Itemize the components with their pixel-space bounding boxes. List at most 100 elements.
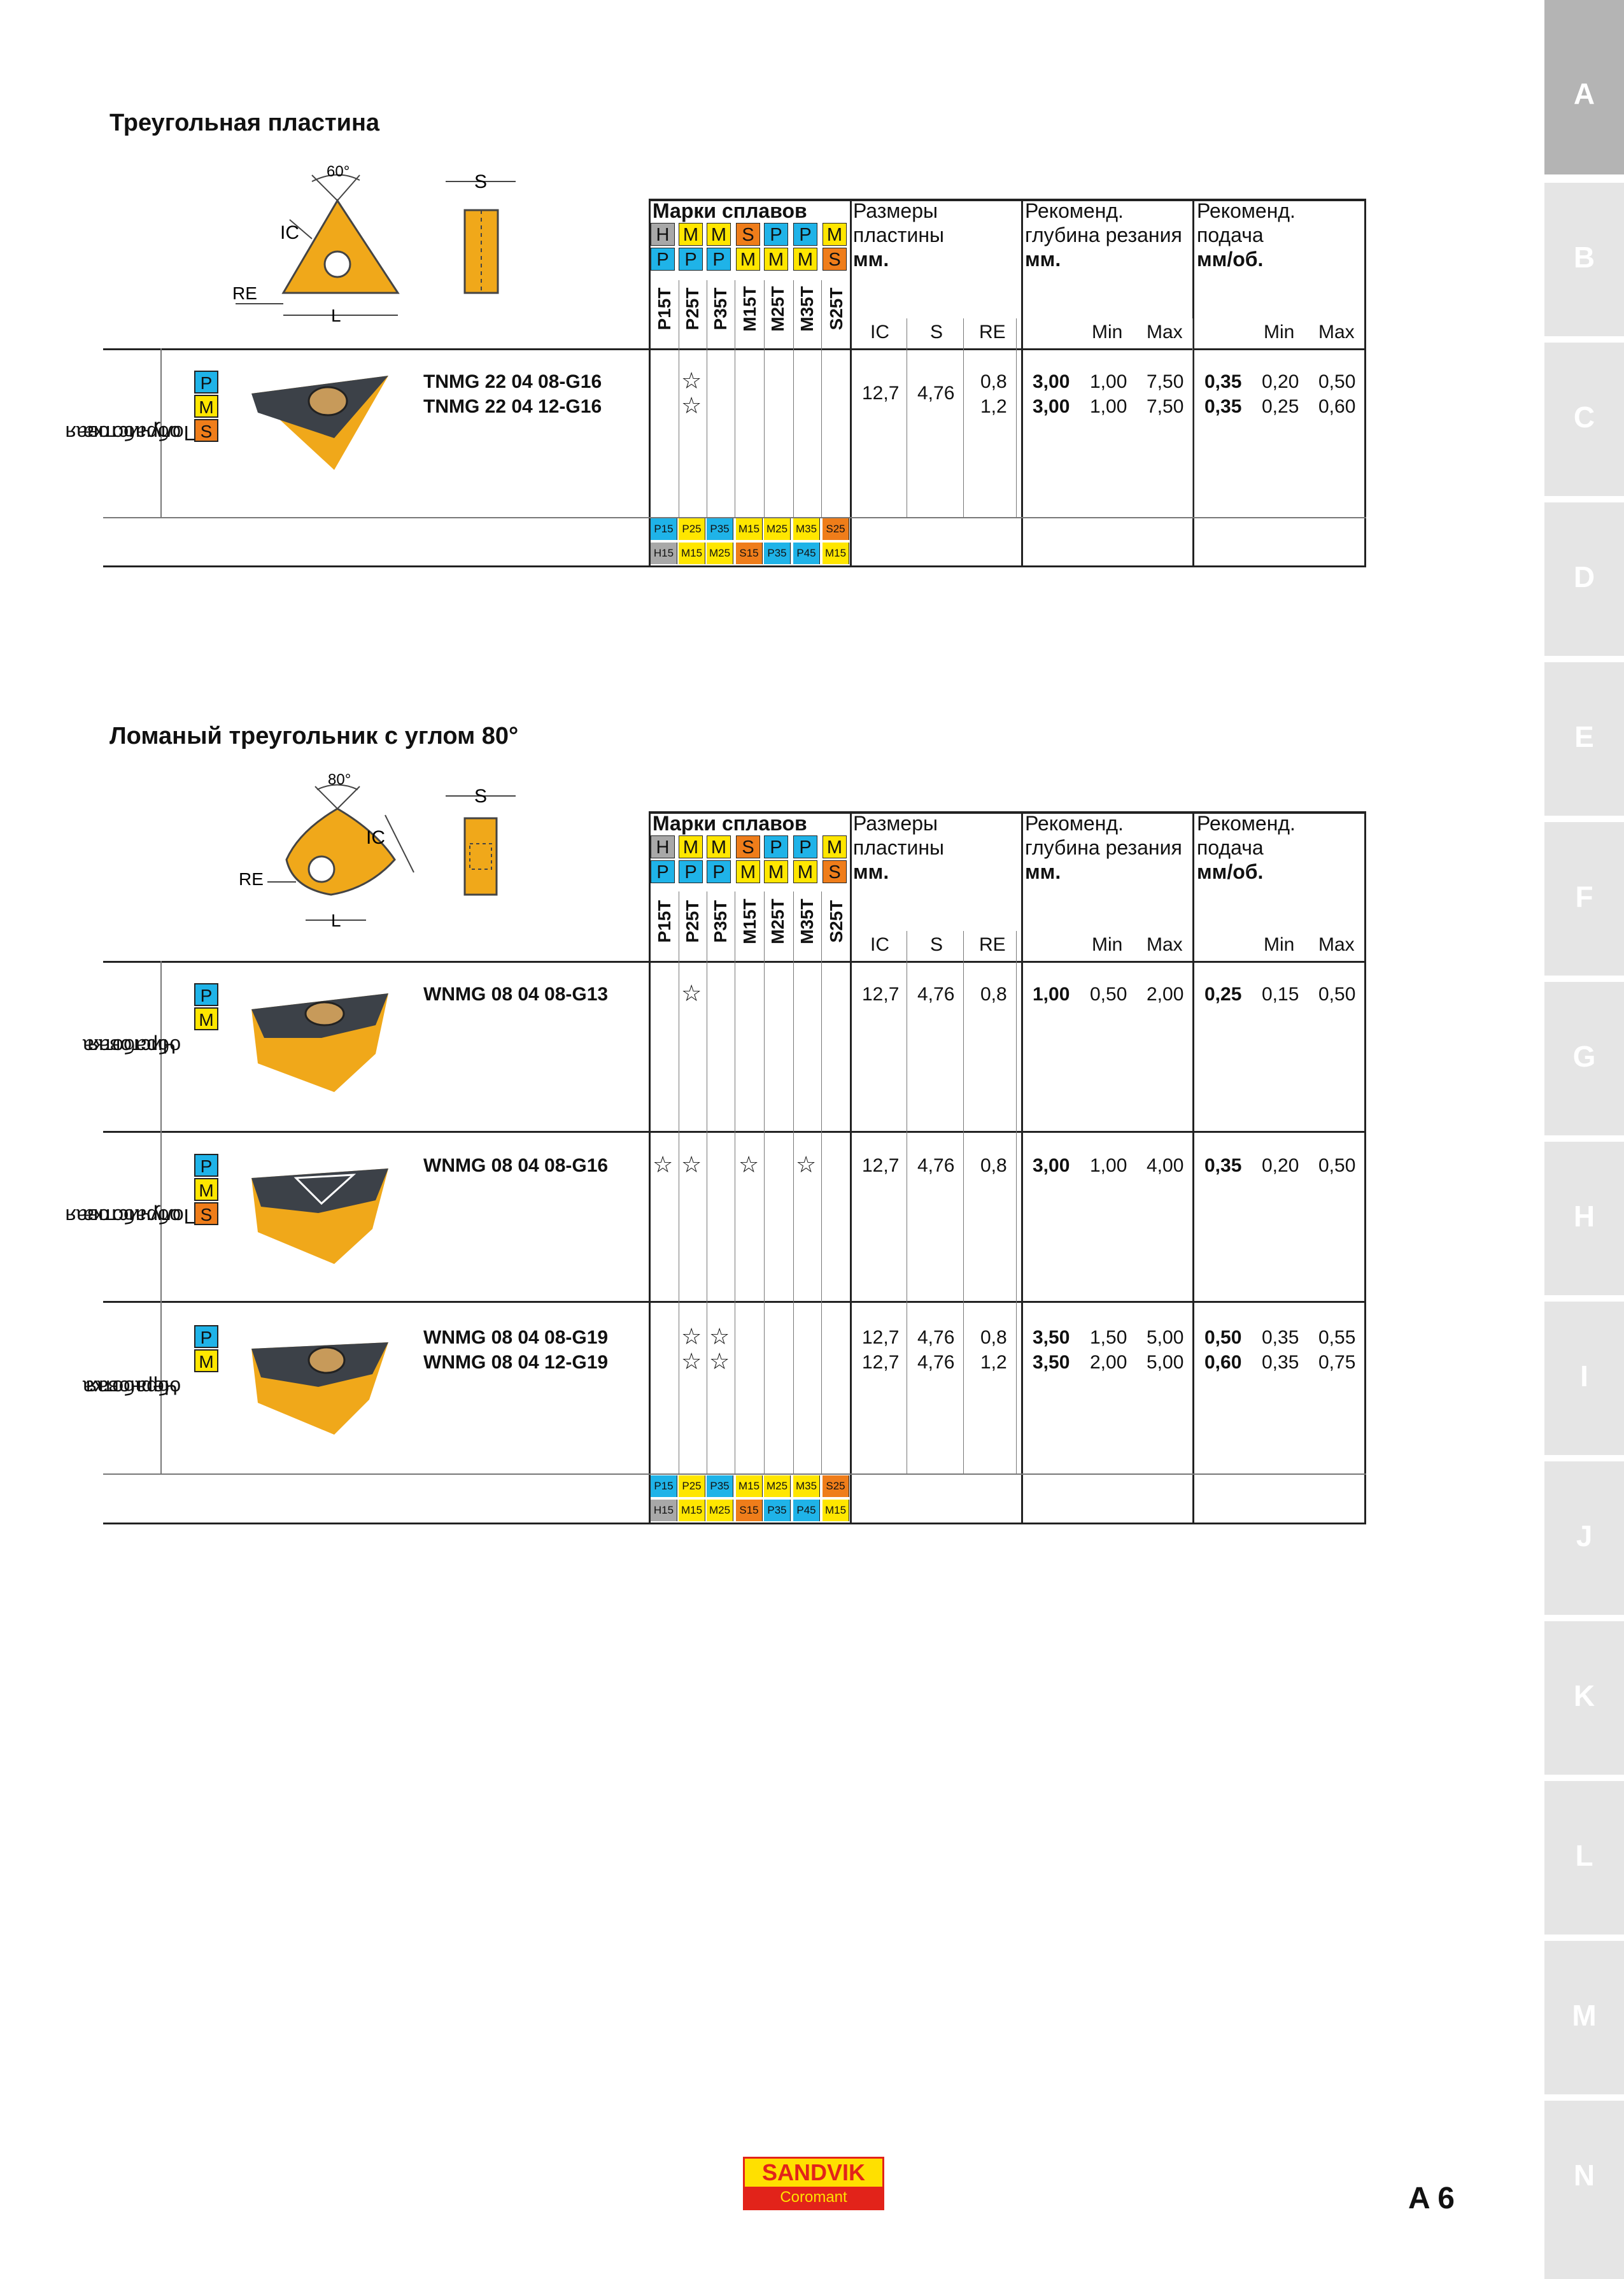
star-icon: ☆ <box>681 1348 702 1374</box>
material-m: M <box>194 1178 218 1201</box>
material-m: M <box>194 395 218 418</box>
section2-title: Ломаный треугольник с углом 80° <box>109 723 519 749</box>
value-feed-max: 0,50 <box>1318 984 1356 1005</box>
value-feed-max: 0,50 <box>1318 1155 1356 1176</box>
side-tab-c[interactable]: C <box>1544 343 1624 496</box>
ic-label: IC <box>280 222 299 243</box>
value-s: 4,76 <box>917 1352 955 1373</box>
wnmg-g16-photo <box>251 1168 388 1264</box>
star-icon: ☆ <box>681 367 702 394</box>
value-depth-min: 1,00 <box>1090 396 1127 417</box>
wnmg-g19-photo <box>251 1342 388 1435</box>
col-depth-min: Min <box>1092 322 1123 343</box>
sandvik-logo: SANDVIK Coromant <box>743 2157 884 2210</box>
value-depth: 3,50 <box>1033 1352 1070 1373</box>
value-depth-min: 1,50 <box>1090 1327 1127 1348</box>
col-ic: IC <box>870 322 889 343</box>
triangle-insert-diagram: 60° IC RE L S <box>232 163 516 325</box>
side-tab-f[interactable]: F <box>1544 822 1624 976</box>
value-depth-min: 1,00 <box>1090 1155 1127 1176</box>
value-feed-max: 0,75 <box>1318 1352 1356 1373</box>
star-icon: ☆ <box>709 1323 730 1349</box>
value-ic: 12,7 <box>862 383 900 404</box>
value-depth-min: 1,00 <box>1090 371 1127 392</box>
value-feed-min: 0,35 <box>1262 1327 1299 1348</box>
value-depth-max: 5,00 <box>1147 1352 1184 1373</box>
value-ic: 12,7 <box>862 984 900 1005</box>
side-tab-m[interactable]: M <box>1544 1941 1624 2094</box>
value-depth: 1,00 <box>1033 984 1070 1005</box>
angle-label-60: 60° <box>327 163 350 180</box>
value-re: 0,8 <box>980 1155 1007 1176</box>
side-tab-g[interactable]: G <box>1544 982 1624 1135</box>
col-depth-max: Max <box>1147 322 1183 343</box>
value-re: 0,8 <box>980 371 1007 392</box>
material-p: P <box>194 1154 218 1177</box>
value-feed-min: 0,15 <box>1262 984 1299 1005</box>
side-tab-j[interactable]: J <box>1544 1461 1624 1615</box>
side-tab-h[interactable]: H <box>1544 1142 1624 1295</box>
star-icon: ☆ <box>738 1151 759 1177</box>
value-depth-max: 5,00 <box>1147 1327 1184 1348</box>
material-p: P <box>194 1325 218 1348</box>
col-feed-max: Max <box>1318 322 1355 343</box>
col-depth-max: Max <box>1147 934 1183 955</box>
value-feed-max: 0,60 <box>1318 396 1356 417</box>
material-s: S <box>194 419 218 442</box>
value-feed: 0,50 <box>1204 1327 1242 1348</box>
star-icon: ☆ <box>709 1348 730 1374</box>
insert-code: WNMG 08 04 08-G19 <box>423 1327 609 1348</box>
insert-code: WNMG 08 04 08-G13 <box>423 984 609 1005</box>
value-depth: 3,50 <box>1033 1327 1070 1348</box>
col-re: RE <box>979 322 1006 343</box>
grades-title: Марки сплавов <box>653 199 807 222</box>
side-tab-i[interactable]: I <box>1544 1302 1624 1455</box>
value-depth-max: 4,00 <box>1147 1155 1184 1176</box>
material-m: M <box>194 1349 218 1372</box>
material-s: S <box>194 1202 218 1225</box>
l-label: L <box>331 306 341 325</box>
side-tab-b[interactable]: B <box>1544 183 1624 336</box>
value-re: 0,8 <box>980 984 1007 1005</box>
value-feed-min: 0,25 <box>1262 396 1299 417</box>
value-depth-min: 2,00 <box>1090 1352 1127 1373</box>
value-s: 4,76 <box>917 1327 955 1348</box>
star-icon: ☆ <box>653 1151 674 1177</box>
value-ic: 12,7 <box>862 1327 900 1348</box>
page-number: A 6 <box>1408 2182 1455 2215</box>
l-label: L <box>331 911 341 930</box>
value-depth-max: 7,50 <box>1147 371 1184 392</box>
side-tab-n[interactable]: N <box>1544 2101 1624 2279</box>
value-feed: 0,35 <box>1204 1155 1242 1176</box>
side-tab-d[interactable]: D <box>1544 502 1624 656</box>
s-label: S <box>474 171 487 192</box>
value-feed-min: 0,20 <box>1262 371 1299 392</box>
material-p: P <box>194 983 218 1006</box>
s-label: S <box>474 786 487 807</box>
col-re: RE <box>979 934 1006 955</box>
material-m: M <box>194 1007 218 1030</box>
side-tab-l[interactable]: L <box>1544 1781 1624 1935</box>
value-depth-max: 7,50 <box>1147 396 1184 417</box>
side-tab-e[interactable]: E <box>1544 662 1624 816</box>
trigon-insert-diagram: 80° IC RE L S <box>239 771 516 930</box>
col-feed-min: Min <box>1264 322 1295 343</box>
col-feed-min: Min <box>1264 934 1295 955</box>
value-feed-max: 0,55 <box>1318 1327 1356 1348</box>
insert-code: TNMG 22 04 08-G16 <box>423 371 602 392</box>
value-re: 0,8 <box>980 1327 1007 1348</box>
value-depth: 3,00 <box>1033 371 1070 392</box>
star-icon: ☆ <box>681 980 702 1006</box>
star-icon: ☆ <box>681 392 702 418</box>
side-tab-k[interactable]: K <box>1544 1621 1624 1775</box>
side-tab-a[interactable]: A <box>1544 0 1624 174</box>
insert-code: WNMG 08 04 12-G19 <box>423 1352 609 1373</box>
re-label: RE <box>239 869 264 889</box>
